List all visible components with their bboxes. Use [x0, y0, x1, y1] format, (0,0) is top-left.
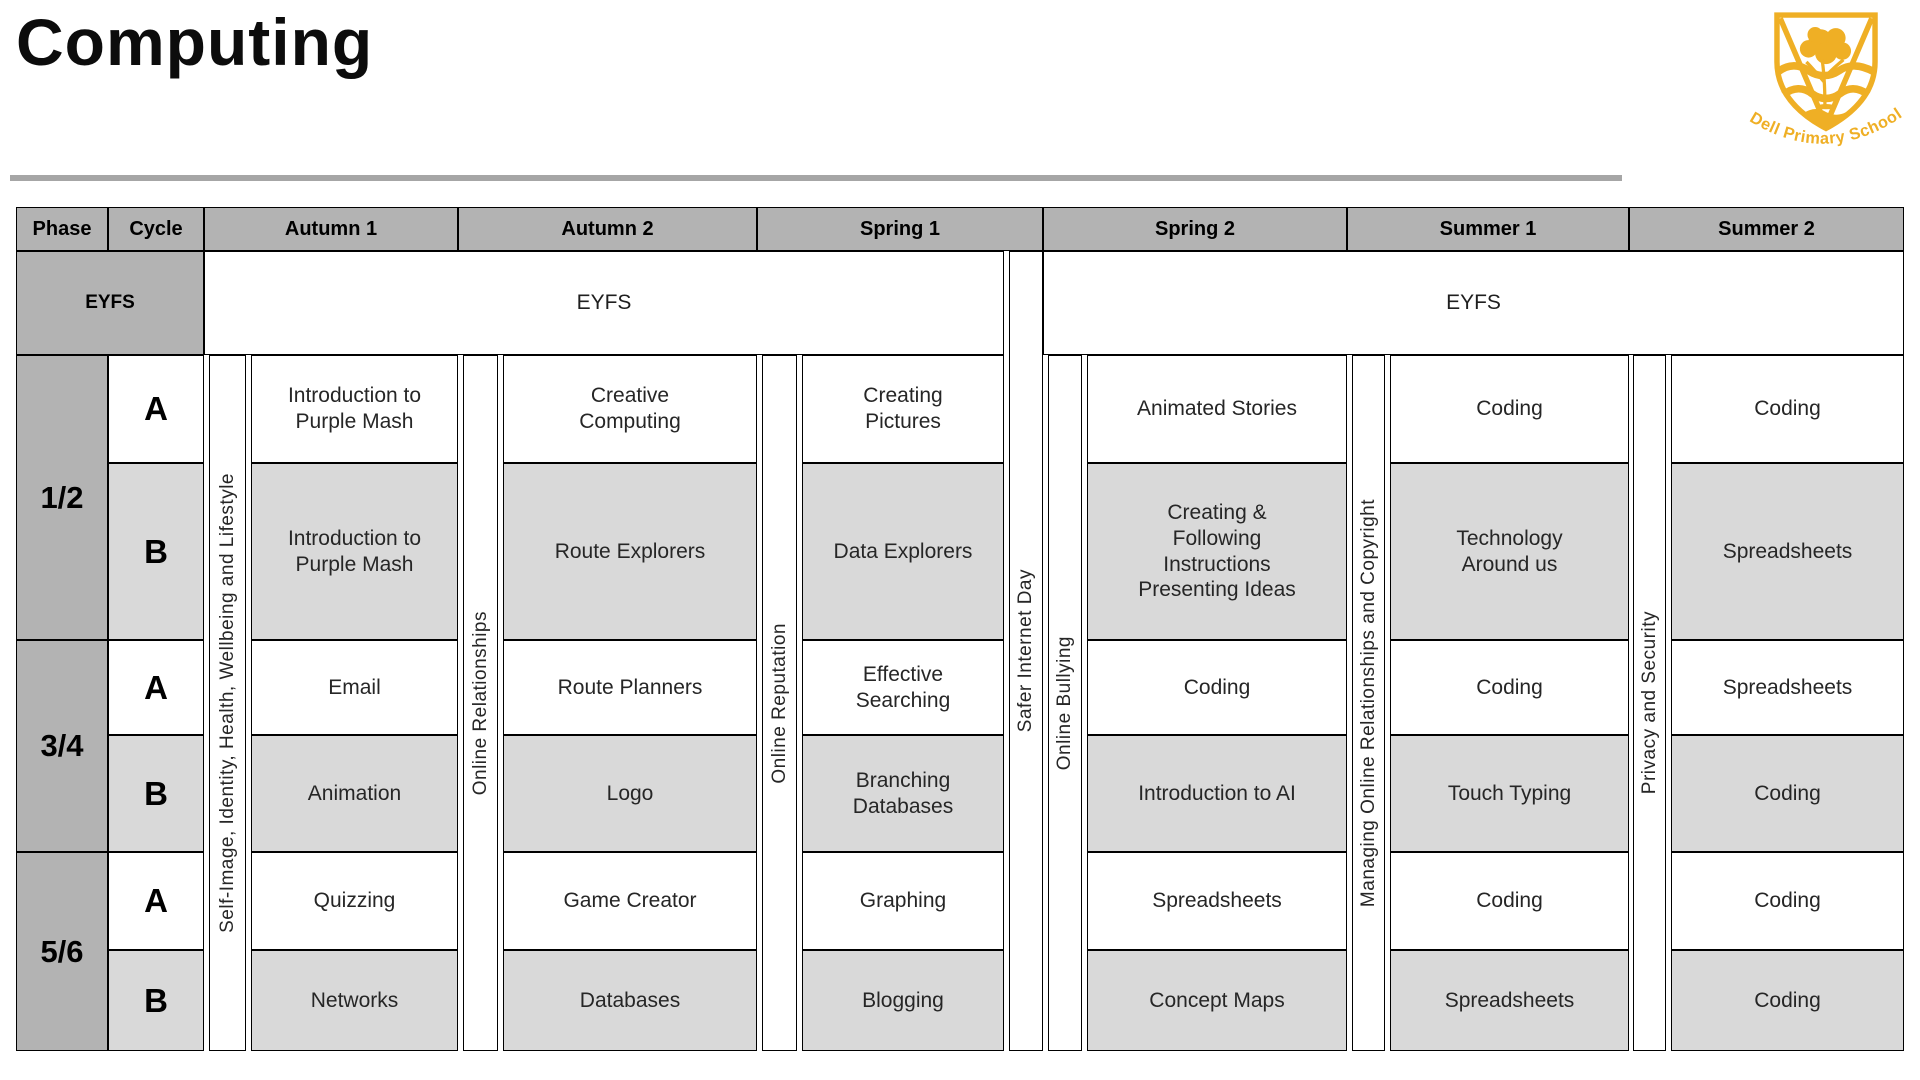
- page-title: Computing: [16, 5, 374, 79]
- strip-privacy-and-security: Privacy and Security: [1633, 355, 1666, 1051]
- cycle-cell-12a: A: [108, 355, 204, 463]
- cell-12a-summer2: Coding: [1671, 355, 1904, 463]
- cell-56a-summer1: Coding: [1390, 852, 1629, 950]
- cell-12a-autumn2: Creative Computing: [503, 355, 757, 463]
- school-logo: Dell Primary School: [1747, 12, 1905, 148]
- cell-56a-summer2: Coding: [1671, 852, 1904, 950]
- eyfs-cell-right: EYFS: [1043, 251, 1904, 355]
- cell-56b-spring2: Concept Maps: [1087, 950, 1347, 1051]
- strip-online-reputation: Online Reputation: [762, 355, 797, 1051]
- header-cell-cycle: Cycle: [108, 207, 204, 251]
- header-cell-autumn1: Autumn 1: [204, 207, 458, 251]
- cycle-cell-56b: B: [108, 950, 204, 1051]
- cell-34a-spring1: Effective Searching: [802, 640, 1004, 735]
- cell-34b-autumn2: Logo: [503, 735, 757, 852]
- cell-12b-summer2: Spreadsheets: [1671, 463, 1904, 640]
- header-cell-autumn2: Autumn 2: [458, 207, 757, 251]
- cell-12b-autumn1: Introduction to Purple Mash: [251, 463, 458, 640]
- cell-56a-autumn2: Game Creator: [503, 852, 757, 950]
- cell-34b-summer1: Touch Typing: [1390, 735, 1629, 852]
- curriculum-table: Phase Cycle Autumn 1 Autumn 2 Spring 1 S…: [16, 207, 1904, 1051]
- cell-56b-autumn2: Databases: [503, 950, 757, 1051]
- cell-12a-autumn1: Introduction to Purple Mash: [251, 355, 458, 463]
- strip-self-image: Self-Image, Identity, Health, Wellbeing …: [209, 355, 246, 1051]
- cell-34a-autumn2: Route Planners: [503, 640, 757, 735]
- cycle-cell-34b: B: [108, 735, 204, 852]
- eyfs-cell-left: EYFS: [204, 251, 1004, 355]
- title-divider: [10, 175, 1622, 181]
- strip-online-bullying: Online Bullying: [1048, 355, 1082, 1051]
- header-cell-summer1: Summer 1: [1347, 207, 1629, 251]
- header-cell-spring2: Spring 2: [1043, 207, 1347, 251]
- cell-56b-spring1: Blogging: [802, 950, 1004, 1051]
- eyfs-row-label: EYFS: [16, 251, 204, 355]
- cell-34a-summer1: Coding: [1390, 640, 1629, 735]
- cell-34a-autumn1: Email: [251, 640, 458, 735]
- strip-managing-online-relationships: Managing Online Relationships and Copyri…: [1352, 355, 1385, 1051]
- phase-cell-56: 5/6: [16, 852, 108, 1051]
- strip-online-relationships: Online Relationships: [463, 355, 498, 1051]
- phase-cell-34: 3/4: [16, 640, 108, 852]
- strip-safer-internet-day-label: Safer Internet Day: [1015, 569, 1036, 733]
- cell-56b-summer1: Spreadsheets: [1390, 950, 1629, 1051]
- cell-34b-spring1: Branching Databases: [802, 735, 1004, 852]
- phase-cell-12: 1/2: [16, 355, 108, 640]
- cell-12a-spring2: Animated Stories: [1087, 355, 1347, 463]
- header-cell-phase: Phase: [16, 207, 108, 251]
- cell-56a-spring1: Graphing: [802, 852, 1004, 950]
- strip-self-image-label: Self-Image, Identity, Health, Wellbeing …: [216, 473, 238, 933]
- header-cell-spring1: Spring 1: [757, 207, 1043, 251]
- cell-12b-spring1: Data Explorers: [802, 463, 1004, 640]
- cell-12b-spring2: Creating & Following Instructions Presen…: [1087, 463, 1347, 640]
- header-cell-summer2: Summer 2: [1629, 207, 1904, 251]
- strip-managing-online-relationships-label: Managing Online Relationships and Copyri…: [1357, 498, 1379, 908]
- cell-12a-summer1: Coding: [1390, 355, 1629, 463]
- cell-56a-autumn1: Quizzing: [251, 852, 458, 950]
- cell-34b-autumn1: Animation: [251, 735, 458, 852]
- cell-12b-autumn2: Route Explorers: [503, 463, 757, 640]
- logo-wave-base: [1802, 109, 1850, 129]
- logo-tree: [1799, 27, 1852, 110]
- cycle-cell-34a: A: [108, 640, 204, 735]
- strip-privacy-and-security-label: Privacy and Security: [1638, 611, 1660, 795]
- cell-56b-summer2: Coding: [1671, 950, 1904, 1051]
- cycle-cell-56a: A: [108, 852, 204, 950]
- cell-34a-summer2: Spreadsheets: [1671, 640, 1904, 735]
- cell-34a-spring2: Coding: [1087, 640, 1347, 735]
- logo-tree-trunk: [1805, 56, 1845, 106]
- cell-34b-spring2: Introduction to AI: [1087, 735, 1347, 852]
- cell-56b-autumn1: Networks: [251, 950, 458, 1051]
- cycle-cell-12b: B: [108, 463, 204, 640]
- cell-34b-summer2: Coding: [1671, 735, 1904, 852]
- cell-56a-spring2: Spreadsheets: [1087, 852, 1347, 950]
- strip-online-bullying-label: Online Bullying: [1054, 635, 1075, 771]
- cell-12a-spring1: Creating Pictures: [802, 355, 1004, 463]
- strip-online-reputation-label: Online Reputation: [768, 622, 790, 784]
- strip-safer-internet-day: Safer Internet Day: [1009, 251, 1043, 1051]
- cell-12b-summer1: Technology Around us: [1390, 463, 1629, 640]
- strip-online-relationships-label: Online Relationships: [469, 610, 491, 796]
